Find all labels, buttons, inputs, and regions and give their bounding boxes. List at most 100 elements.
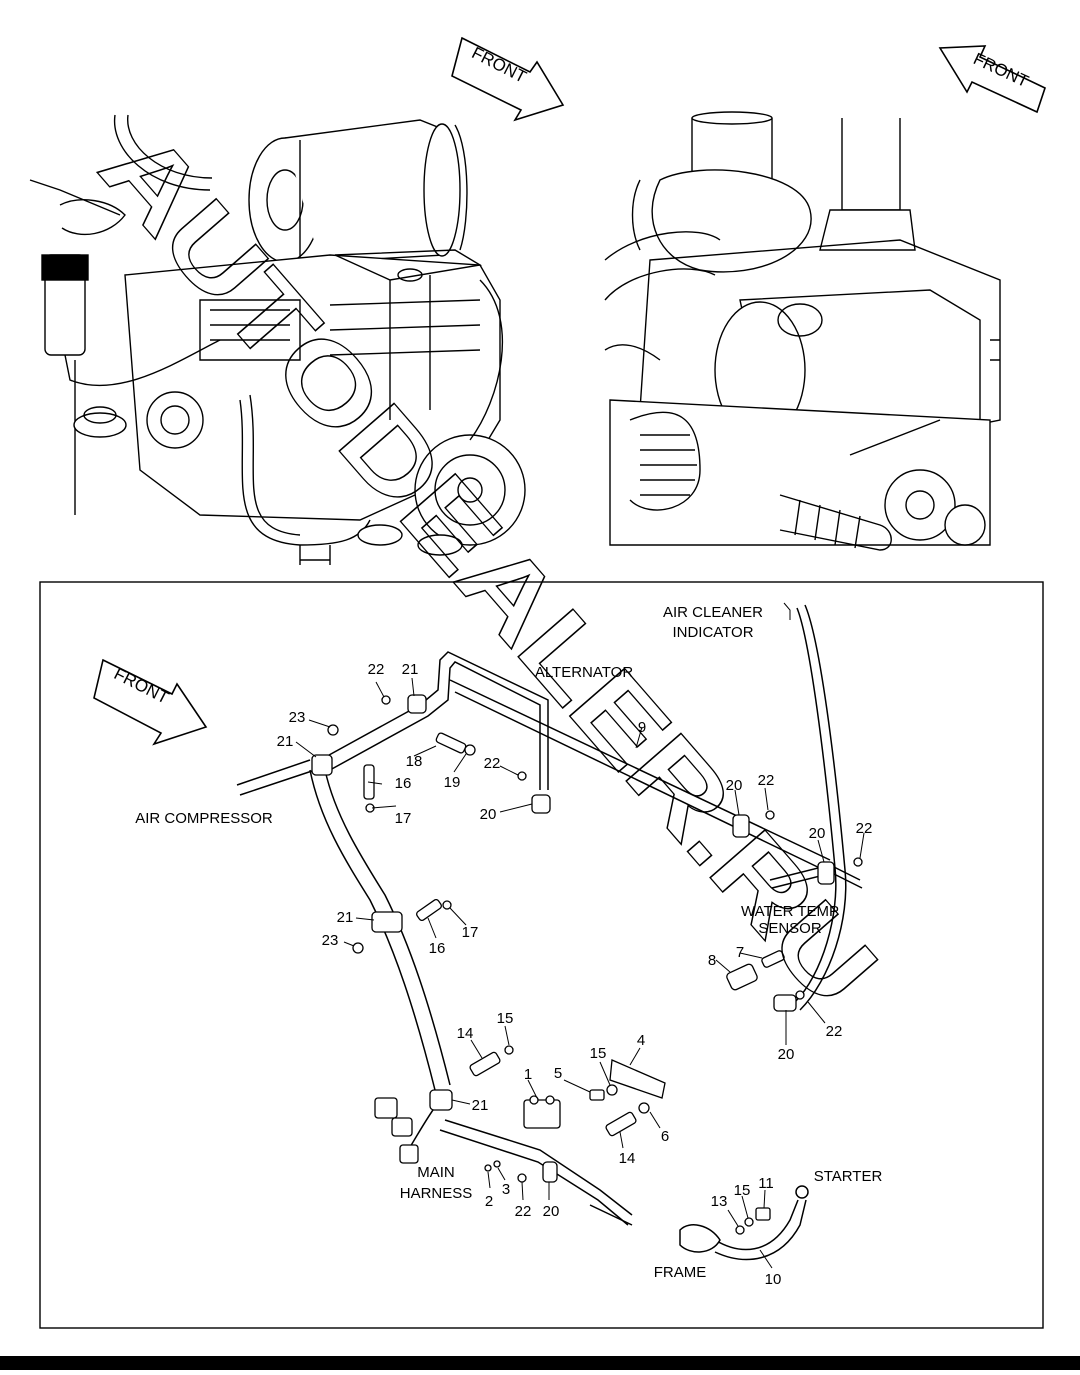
clamp-20-alternator — [531, 794, 551, 814]
screw-2 — [484, 1164, 492, 1172]
callout-2: 2 — [485, 1193, 493, 1210]
callout-16: 16 — [429, 940, 446, 957]
callout-3: 3 — [502, 1181, 510, 1198]
callout-20: 20 — [778, 1046, 795, 1063]
front-arrow-detail: FRONT — [93, 658, 208, 746]
clamp-21-low — [429, 1089, 453, 1111]
clamp-20-low — [542, 1161, 558, 1183]
label-main-harness-2: HARNESS — [400, 1185, 473, 1202]
callout-15: 15 — [590, 1045, 607, 1062]
callout-numbers: 22 21 23 21 16 17 18 19 22 20 9 20 22 20… — [277, 661, 873, 1288]
bottom-bar — [0, 1356, 1080, 1370]
callout-17: 17 — [395, 810, 412, 827]
nut-22-d — [853, 857, 863, 867]
callout-4: 4 — [637, 1032, 645, 1049]
callout-18: 18 — [406, 753, 423, 770]
label-air-cleaner-indicator-1: AIR CLEANER — [663, 604, 763, 621]
callout-21: 21 — [277, 733, 294, 750]
leader-lines — [295, 602, 865, 1269]
clamp-21-mid — [371, 911, 403, 933]
bolt-11 — [755, 1207, 771, 1221]
callout-11: 11 — [758, 1175, 774, 1192]
callout-15: 15 — [734, 1182, 751, 1199]
front-arrow-top-right: FRONT — [938, 45, 1046, 114]
callout-22: 22 — [856, 820, 873, 837]
label-water-temp-sensor-2: SENSOR — [758, 920, 822, 937]
nut-3 — [493, 1160, 501, 1168]
callout-17: 17 — [462, 924, 479, 941]
callout-22: 22 — [484, 755, 501, 772]
callout-16: 16 — [395, 775, 412, 792]
clamp-20-sensor — [773, 994, 797, 1012]
front-arrow-top-left: FRONT — [451, 36, 565, 122]
callout-20: 20 — [809, 825, 826, 842]
detail-frame — [39, 581, 1044, 1329]
callout-10: 10 — [765, 1271, 782, 1288]
bolt-23-top — [327, 724, 339, 736]
callout-9: 9 — [638, 719, 646, 736]
callout-22: 22 — [515, 1203, 532, 1220]
harness-connector-c — [399, 1144, 419, 1164]
standoff-16-mid — [416, 898, 442, 922]
callout-8: 8 — [708, 952, 716, 969]
washer-15-a — [504, 1045, 514, 1055]
callout-5: 5 — [554, 1065, 562, 1082]
washer-6 — [638, 1102, 650, 1114]
engine-view-left — [29, 114, 526, 565]
standoff-18 — [435, 732, 467, 754]
nut-22-e — [795, 990, 805, 1000]
label-air-cleaner-indicator-2: INDICATOR — [672, 624, 753, 641]
label-frame: FRAME — [654, 1264, 707, 1281]
callout-22: 22 — [368, 661, 385, 678]
callout-15: 15 — [497, 1010, 514, 1027]
callout-21: 21 — [472, 1097, 489, 1114]
standoff-14-left — [469, 1051, 501, 1077]
callout-23: 23 — [289, 709, 306, 726]
callout-19: 19 — [444, 774, 461, 791]
nut-22-b — [517, 771, 527, 781]
callout-23: 23 — [322, 932, 339, 949]
nut-22-f — [517, 1173, 527, 1183]
relay-1 — [523, 1099, 561, 1129]
clamp-21-left — [311, 754, 333, 776]
washer-15-b — [606, 1084, 618, 1096]
bolt-5 — [589, 1089, 605, 1101]
callout-20: 20 — [480, 806, 497, 823]
callout-20: 20 — [543, 1203, 560, 1220]
harness-connector-b — [391, 1117, 413, 1137]
clamp-21-top — [407, 694, 427, 714]
nut-22-c — [765, 810, 775, 820]
bolt-23-low — [352, 942, 364, 954]
callout-14: 14 — [457, 1025, 474, 1042]
washer-15-c — [744, 1217, 754, 1227]
standoff-14-right — [605, 1111, 637, 1137]
washer-17-mid — [442, 900, 452, 910]
component-labels: AIR CLEANER INDICATOR ALTERNATOR AIR COM… — [135, 604, 882, 1281]
label-air-compressor: AIR COMPRESSOR — [135, 810, 273, 827]
label-starter: STARTER — [814, 1168, 883, 1185]
callout-1: 1 — [524, 1066, 532, 1083]
callout-21: 21 — [402, 661, 419, 678]
washer-19 — [464, 744, 476, 756]
callout-21: 21 — [337, 909, 354, 926]
callout-13: 13 — [711, 1193, 728, 1210]
label-alternator: ALTERNATOR — [535, 664, 634, 681]
engine-view-right — [604, 111, 1001, 551]
water-temp-sensor-7 — [761, 950, 785, 968]
connector-8 — [726, 963, 758, 991]
callout-20: 20 — [726, 777, 743, 794]
harness-connector-a — [374, 1097, 398, 1119]
callout-22: 22 — [758, 772, 775, 789]
label-main-harness-1: MAIN — [417, 1164, 455, 1181]
harness-drawing — [236, 604, 863, 1261]
callout-7: 7 — [736, 944, 744, 961]
callout-14: 14 — [619, 1150, 636, 1167]
callout-22: 22 — [826, 1023, 843, 1040]
bracket-4 — [609, 1059, 666, 1099]
hardware-parts — [311, 694, 863, 1235]
nut-22-a — [381, 695, 391, 705]
clamp-20-right — [817, 861, 835, 885]
callout-6: 6 — [661, 1128, 669, 1145]
